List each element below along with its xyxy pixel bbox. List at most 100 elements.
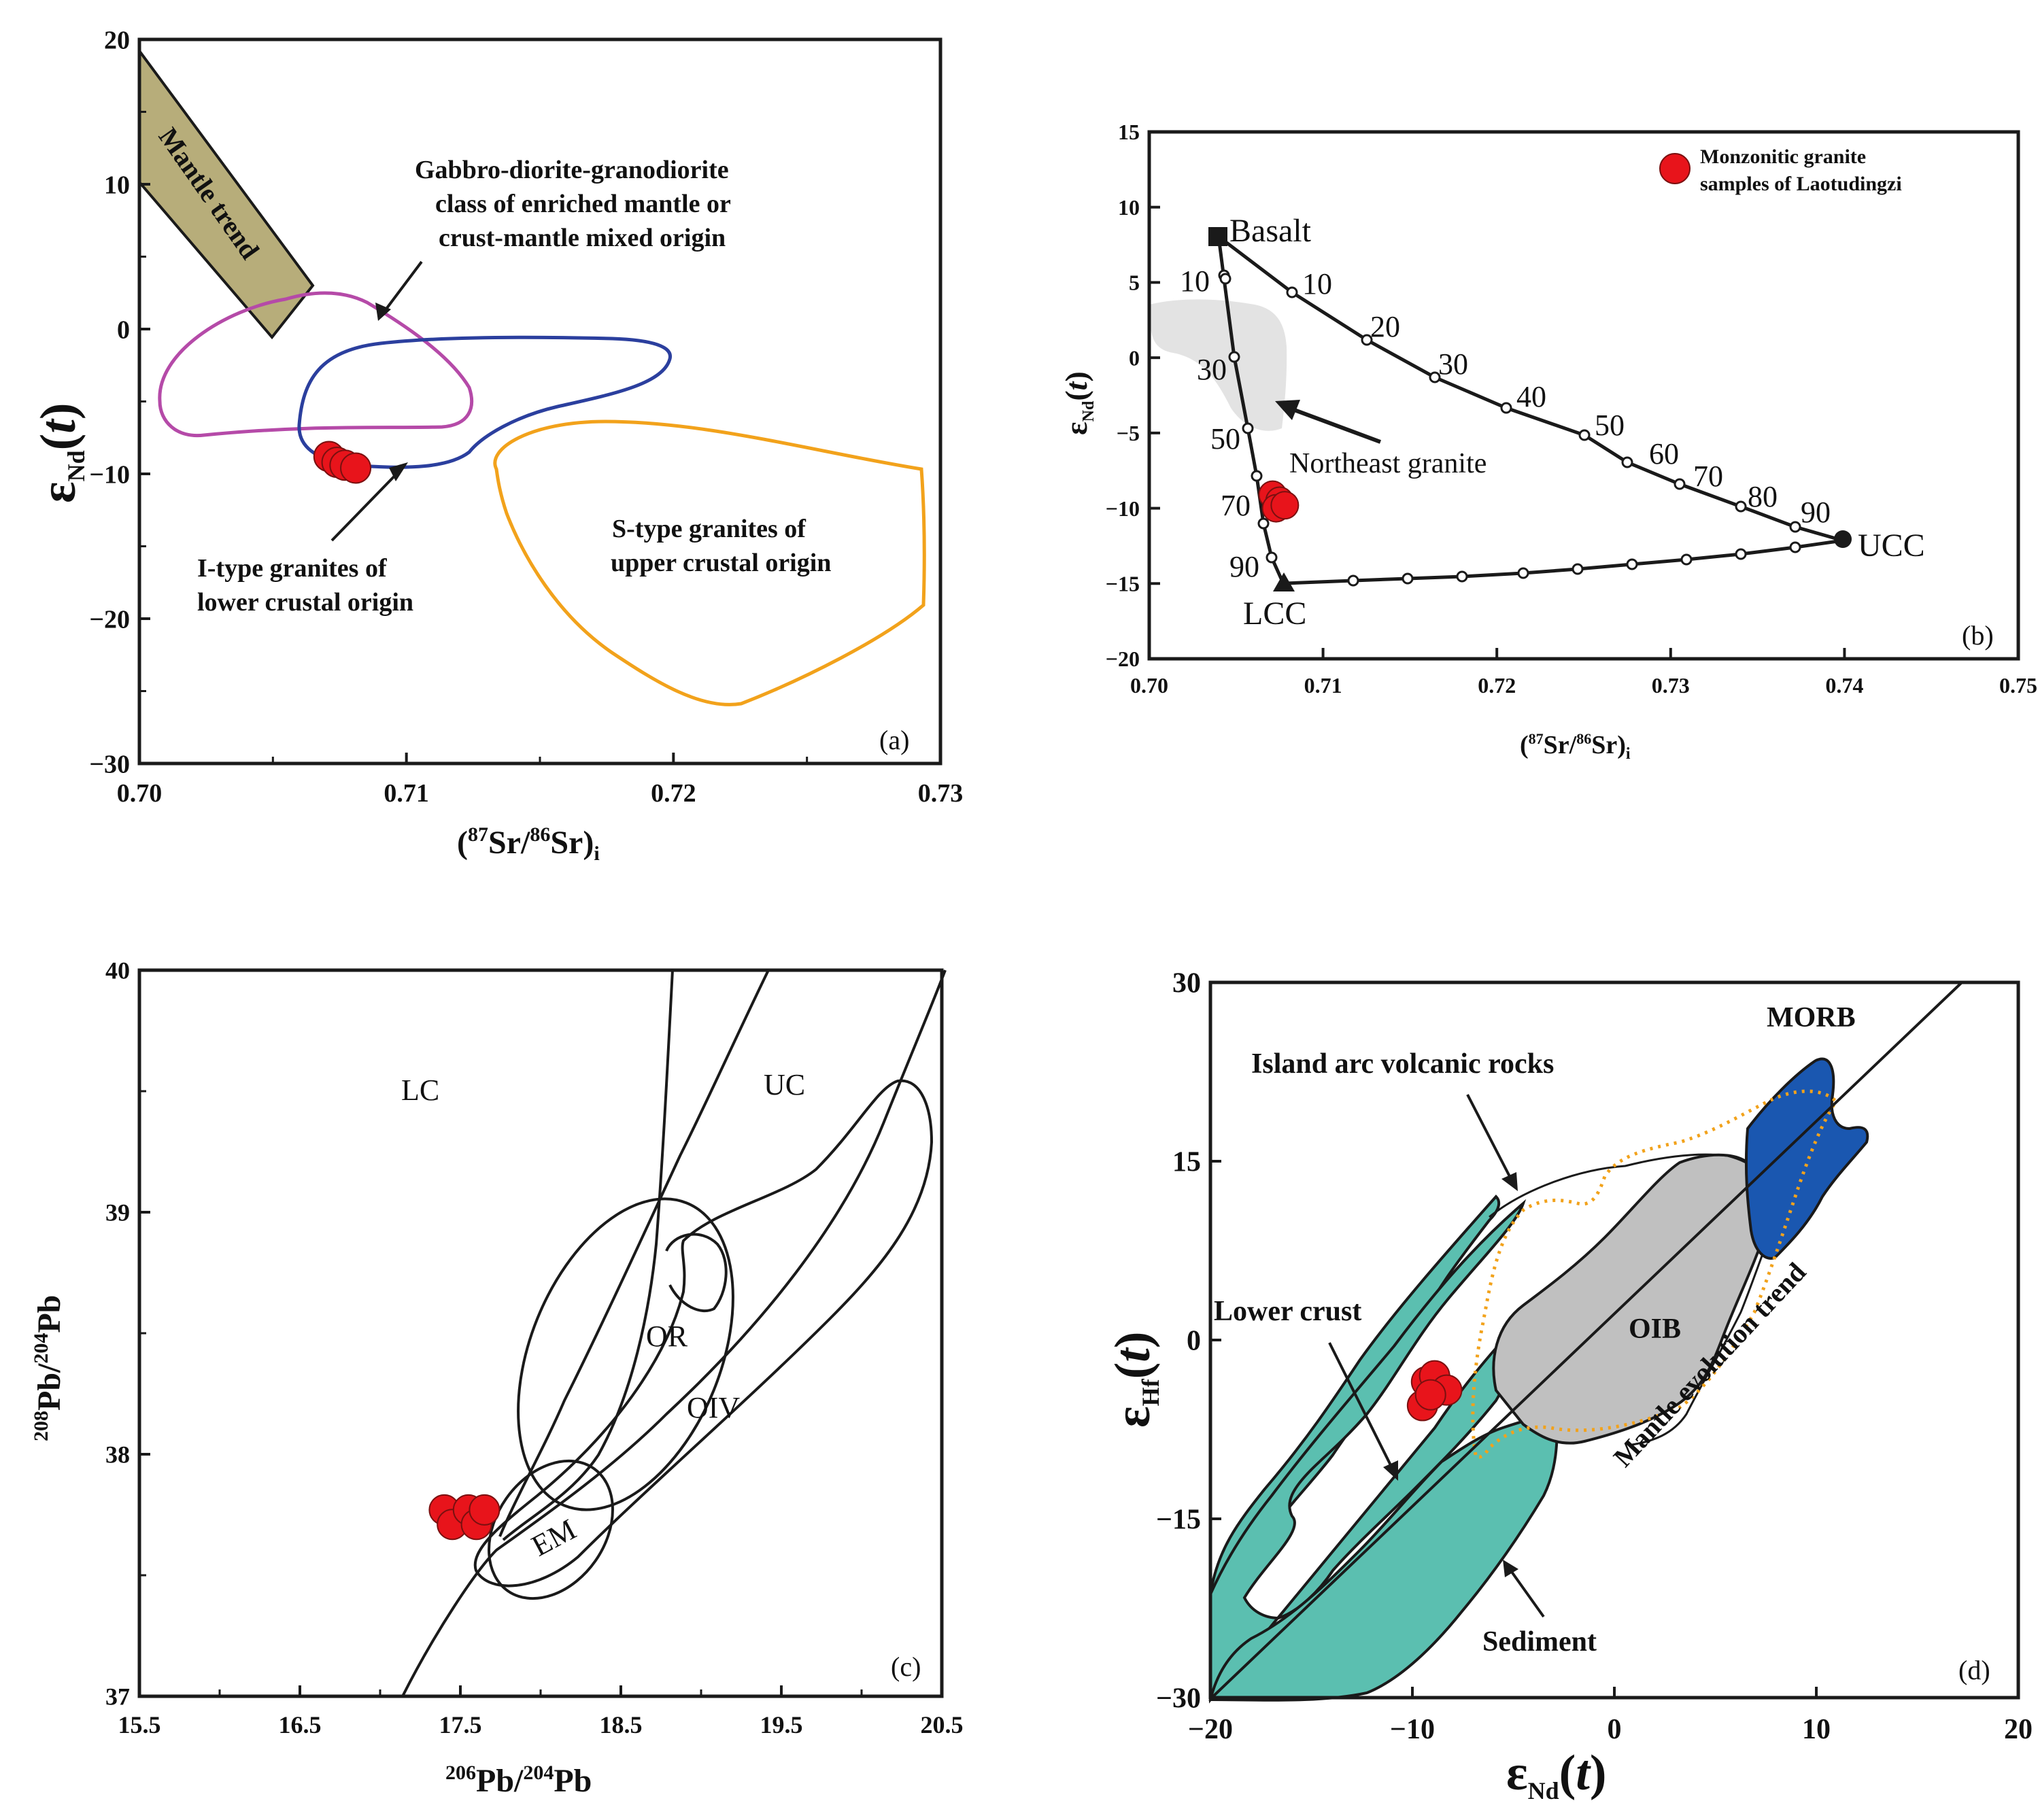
panel-d: MORB Island arc volcanic rocks Lower cru… [1105,968,2033,1804]
x-tick-label-d-3: 10 [1802,1714,1831,1745]
legend-label-2: samples of Laotudingzi [1700,173,1902,195]
gabbro-label-1: Gabbro-diorite-granodiorite [415,156,729,184]
panel-c-points [428,1494,500,1541]
basalt-endmember [1208,227,1227,246]
basalt-label: Basalt [1229,213,1312,249]
y-tick-label-c-2: 38 [105,1441,130,1469]
mix-label-upper-0: 10 [1302,267,1332,301]
itype-arrow [330,468,403,542]
mixing-dot-8 [1735,500,1747,513]
y-tick-label-b-2: 5 [1129,271,1140,295]
mix-label-left-3: 70 [1221,489,1251,522]
itype-label-1: I-type granites of [197,554,388,583]
x-tick-label-b-3: 0.73 [1652,673,1690,698]
y-tick-label-b-1: 10 [1118,195,1140,220]
panel-a-points [313,441,372,484]
mix-label-left-2: 50 [1210,422,1240,456]
mixing-dot-23 [1257,517,1270,530]
panel-b-tag: (b) [1962,620,1994,651]
y-tick-label-d-0: 30 [1172,968,1201,999]
panel-d-xlabel: εNd(t) [1506,1745,1607,1804]
mixing-dot-2 [1361,334,1373,346]
northeast-arrow-head [1275,400,1300,420]
y-tick-label-b-4: −5 [1117,421,1140,445]
x-tick-label-c-5: 20.5 [921,1711,964,1738]
northeast-granite-field [1149,299,1287,431]
morb-field [1744,1057,1869,1260]
itype-label-2: lower crustal origin [197,588,413,617]
y-tick-label-a-3: −10 [89,460,130,489]
mixing-dot-14 [1572,563,1584,575]
mixing-line-ucc-lcc [1285,538,1844,585]
panel-b-ylabel: εNd(t) [1059,371,1098,435]
legend-label-1: Monzonitic granite [1700,145,1866,168]
lc-label: LC [401,1074,439,1107]
x-tick-label-a-3: 0.73 [918,779,964,808]
gabbro-field [158,291,474,438]
stype-label-1: S-type granites of [612,515,806,543]
x-tick-label-b-2: 0.72 [1478,673,1516,698]
mixing-dot-10 [1789,541,1801,553]
panel-b-points [1258,480,1300,523]
ucc-label: UCC [1858,528,1925,564]
mix-label-left-4: 90 [1229,550,1259,583]
lower-crust-label: Lower crust [1214,1296,1361,1327]
mixing-dot-11 [1735,548,1747,560]
mixing-dot-20 [1228,351,1240,363]
y-tick-label-c-0: 40 [105,957,130,984]
x-tick-label-a-2: 0.72 [651,779,696,808]
gabbro-label-3: crust-mantle mixed origin [439,224,726,252]
oib-label: OIB [1629,1314,1681,1345]
panel-b-frame [1147,130,2020,661]
gabbro-arrow [379,260,423,317]
x-tick-label-c-4: 19.5 [760,1711,803,1738]
mix-label-upper-7: 80 [1748,480,1778,513]
panel-a-tag: (a) [879,725,909,755]
stype-label-2: upper crustal origin [611,549,831,577]
y-tick-label-a-2: 0 [117,315,130,344]
x-tick-label-a-0: 0.70 [117,779,163,808]
mixing-dot-16 [1456,570,1468,583]
x-tick-label-c-0: 15.5 [118,1711,161,1738]
sediment-arrow-head [1503,1560,1518,1577]
panel-d-points [1406,1360,1463,1422]
sample-point-b-3 [1270,491,1300,520]
sediment-arrow [1507,1566,1545,1618]
mixing-dots [1218,269,1801,587]
x-tick-label-b-1: 0.71 [1304,673,1342,698]
panel-a-ylabel: εNd(t) [31,402,90,503]
mixing-dot-5 [1578,429,1591,441]
y-tick-label-a-4: −20 [89,605,130,634]
gabbro-label-2: class of enriched mantle or [435,190,731,218]
panel-c-ylabel: 208Pb/204Pb [30,1295,67,1441]
or-field [517,1197,734,1511]
sample-point-c-4 [469,1494,500,1526]
x-tick-label-d-0: −20 [1188,1714,1233,1745]
panel-c-tag: (c) [891,1651,921,1682]
panel-c-frame [137,968,944,1698]
y-tick-label-a-5: −30 [89,750,130,778]
mixing-dot-12 [1680,553,1693,566]
y-tick-label-c-3: 37 [105,1683,130,1711]
mix-label-upper-4: 50 [1595,409,1625,442]
oib-field [1492,1153,1772,1445]
mixing-dot-21 [1242,422,1254,434]
x-tick-label-b-0: 0.70 [1130,673,1168,698]
x-tick-label-c-3: 18.5 [600,1711,643,1738]
mixing-dot-3 [1429,371,1441,383]
panel-d-tag: (d) [1958,1655,1990,1685]
lower-crust-arrow-head [1383,1460,1398,1481]
mixing-dot-7 [1674,478,1686,490]
x-tick-label-d-1: −10 [1390,1714,1435,1745]
lc-uc-boundary-1 [502,969,674,1541]
mix-label-upper-1: 20 [1370,310,1400,343]
itype-arrow-head [389,462,408,481]
lc-uc-boundary-2 [498,969,770,1537]
mixing-dot-9 [1789,521,1801,533]
x-tick-label-b-4: 0.74 [1825,673,1863,698]
mix-label-left-1: 30 [1197,353,1227,386]
